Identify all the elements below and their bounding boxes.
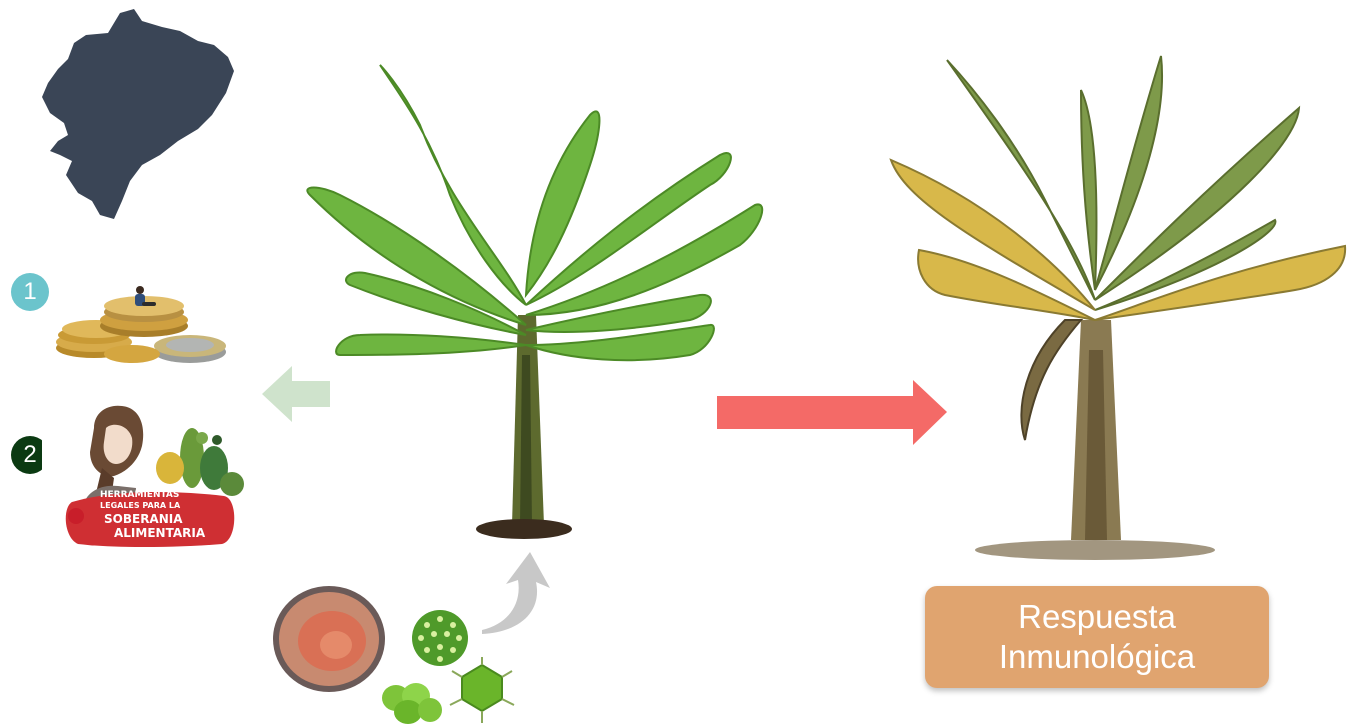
tiny-person-icon — [135, 286, 156, 306]
poster-line-2: LEGALES PARA LA — [100, 501, 180, 510]
sick-banana-plant — [885, 50, 1347, 570]
poster-line-3: SOBERANIA — [104, 512, 183, 526]
sick-plant-trunk — [975, 320, 1215, 560]
badge-1: 1 — [11, 273, 49, 311]
apple-icon — [68, 508, 84, 524]
healthy-banana-plant — [300, 55, 770, 550]
poster-line-4: ALIMENTARIA — [114, 526, 205, 540]
ecuador-map-icon — [38, 5, 238, 225]
fungus-culture-icon — [272, 585, 387, 693]
coin-front — [104, 345, 160, 363]
immune-response-box: Respuesta Inmunológica — [925, 586, 1269, 688]
immune-response-line-1: Respuesta — [1018, 597, 1176, 637]
food-sovereignty-poster: HERRAMIENTAS LEGALES PARA LA SOBERANIA A… — [42, 398, 262, 548]
curved-arrow — [478, 548, 558, 634]
poster-line-1: HERRAMIENTAS — [100, 490, 179, 500]
ecuador-map-shape — [42, 9, 234, 219]
coin-stack-right — [154, 335, 226, 363]
bacteria-icon — [380, 678, 444, 726]
sick-plant-dead-leaf — [1021, 320, 1081, 440]
bacteriophage-icon — [444, 657, 520, 727]
coins-stack-icon — [52, 282, 230, 366]
immune-response-line-2: Inmunológica — [999, 637, 1195, 677]
